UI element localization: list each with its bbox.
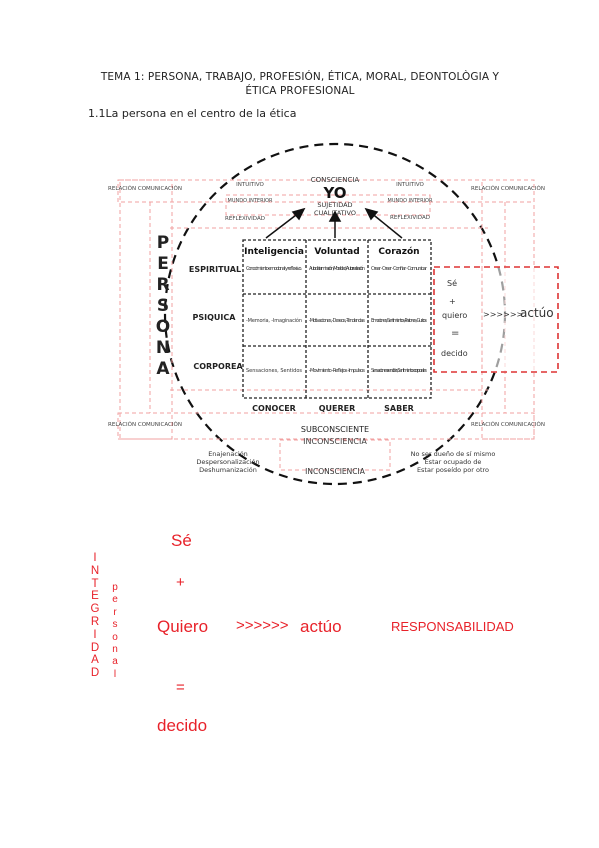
col-voluntad: Voluntad	[314, 247, 359, 257]
reflexividad-right: REFLEXIVIDAD	[390, 215, 430, 221]
row-psiquica: PSIQUICA	[193, 313, 237, 322]
cell-1-0: -Memoria, -Imaginación	[246, 317, 302, 324]
col-inteligencia: Inteligencia	[244, 247, 304, 257]
arrows	[265, 207, 403, 239]
mundo-interior-left: MUNDO INTERIOR	[228, 198, 273, 204]
formula-plus: +	[176, 574, 185, 591]
relacion-bottom-right: RELACIÓN COMUNICACIÓN	[471, 421, 545, 428]
col-corazon: Corazón	[378, 246, 419, 257]
svg-text:S: S	[157, 296, 169, 316]
cell-2-2: Sensaciones sensibles, Sentimientos corp…	[371, 368, 427, 374]
svg-text:Sé: Sé	[447, 278, 457, 288]
integridad-vertical: I N T E G R I D A D	[90, 552, 100, 680]
mundo-interior-right: MUNDO INTERIOR	[388, 198, 433, 204]
relacion-top-left: RELACIÓN COMUNICACIÓN	[108, 185, 182, 192]
sujetidad-label: SUJETIDAD	[317, 201, 352, 209]
formula-se: Sé	[171, 531, 192, 550]
label-saber: SABER	[384, 404, 414, 413]
formula-arrow: >>>>>>	[236, 617, 289, 634]
svg-text:>>>>>>: >>>>>>	[483, 310, 523, 319]
title-line-2: ÉTICA PROFESIONAL	[245, 85, 355, 97]
svg-text:+: +	[449, 297, 456, 306]
right-notes: No ser dueño de sí mismo Estar ocupado d…	[411, 450, 496, 474]
cell-0-2: Crear · Creer · Confiar · Comunicar	[371, 266, 428, 272]
svg-text:Enajenación: Enajenación	[208, 450, 248, 458]
svg-text:Despersonalización: Despersonalización	[196, 458, 259, 466]
svg-text:Deshumanización: Deshumanización	[199, 466, 257, 474]
formula-equals: =	[176, 679, 185, 696]
personal-vertical: p e r s o n a l	[112, 582, 118, 680]
subconsciente-label: SUBCONSCIENTE	[301, 425, 369, 434]
relacion-bottom-left: RELACIÓN COMUNICACIÓN	[108, 421, 182, 428]
page-title: TEMA 1: PERSONA, TRABAJO, PROFESIÓN, ÉTI…	[60, 70, 540, 98]
cell-2-0: Sensaciones, Sentidos	[246, 368, 302, 374]
section-heading: 1.1La persona en el centro de la ética	[88, 107, 297, 120]
label-querer: QUERER	[319, 404, 356, 413]
svg-text:R: R	[156, 275, 169, 295]
svg-text:A: A	[156, 359, 170, 379]
cell-0-0: Conocimiento emocional y reflexivo.	[246, 266, 302, 272]
cell-2-1: -Movimiento -Reflejos -Impulsos	[309, 368, 365, 374]
red-box	[433, 266, 559, 373]
svg-text:=: =	[451, 328, 459, 339]
intuitivo-left: INTUITIVO	[236, 182, 264, 188]
row-corporea: CORPOREA	[193, 362, 243, 371]
inconsciencia-mid-label: INCONSCIENCIA	[303, 437, 367, 446]
svg-text:decido: decido	[441, 349, 468, 358]
cell-1-2: Emociones, -Sentimientos, -Pasiones, -Gu…	[371, 318, 427, 324]
inconsciencia-label: INCONSCIENCIA	[305, 467, 366, 476]
svg-text:E: E	[157, 254, 169, 274]
red-box-text: Sé + quiero = decido >>>>>> actúo	[441, 278, 554, 358]
relacion-top-right: RELACIÓN COMUNICACIÓN	[471, 185, 545, 192]
svg-text:No ser dueño de sí mismo: No ser dueño de sí mismo	[411, 450, 496, 458]
svg-text:actúo: actúo	[520, 306, 554, 320]
faculty-grid	[242, 239, 432, 399]
formula-decido: decido	[157, 716, 208, 735]
cell-texts: Conocimiento emocional y reflexivo. Auto…	[246, 265, 428, 374]
svg-text:quiero: quiero	[442, 311, 467, 320]
label-conocer: CONOCER	[252, 404, 296, 413]
left-notes: Enajenación Despersonalización Deshumani…	[196, 450, 259, 474]
formula-actuo: actúo	[300, 617, 342, 636]
intuitivo-right: INTUITIVO	[396, 182, 424, 188]
formula-quiero: Quiero	[157, 617, 209, 636]
cell-1-1: -Motivaciones, -Deseos, -Tendencias	[309, 318, 365, 324]
reflexividad-left: REFLEXIVIDAD	[225, 216, 265, 222]
consciencia-label: CONSCIENCIA	[311, 176, 360, 184]
formula-responsabilidad: RESPONSABILIDAD	[391, 619, 514, 634]
svg-text:O: O	[156, 317, 170, 337]
persona-vertical: P E R S O N A	[156, 233, 171, 379]
title-line-1: TEMA 1: PERSONA, TRABAJO, PROFESIÓN, ÉTI…	[100, 71, 500, 83]
svg-text:Estar ocupado de: Estar ocupado de	[425, 458, 482, 466]
row-espiritual: ESPIRITUAL	[189, 265, 241, 274]
yo-label: YO	[322, 184, 346, 202]
svg-text:P: P	[157, 233, 169, 253]
cell-0-1: Autodeterminación, -Moralidad, -Autorrea…	[309, 265, 365, 272]
svg-text:N: N	[156, 338, 170, 358]
svg-text:Estar poseído por otro: Estar poseído por otro	[417, 466, 489, 474]
